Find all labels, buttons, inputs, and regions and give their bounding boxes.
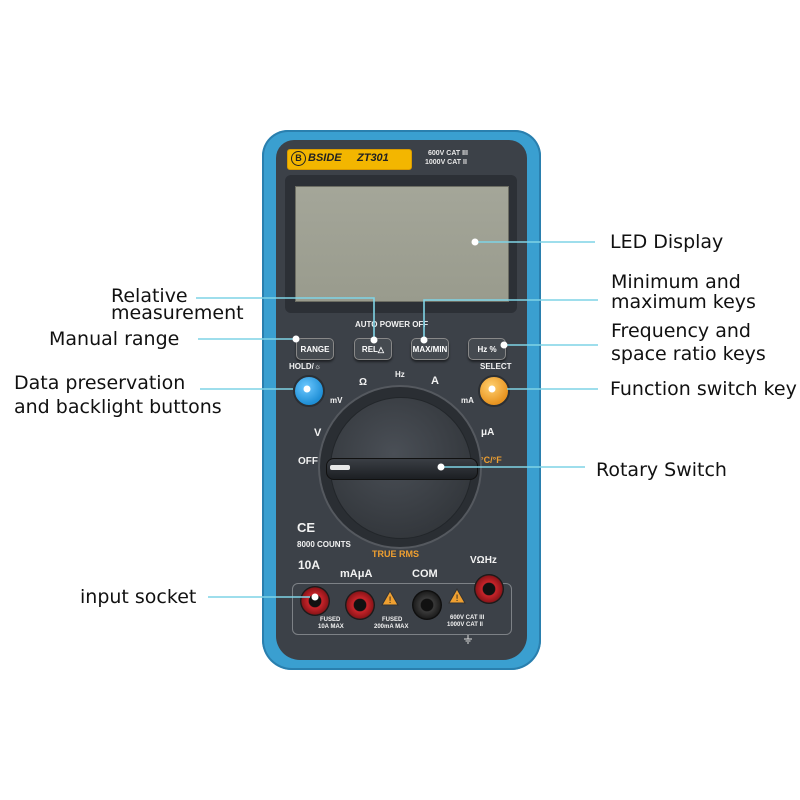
dial-label-v: V bbox=[314, 427, 322, 439]
callout-led-display: LED Display bbox=[610, 231, 724, 253]
warning-icon: ! bbox=[448, 587, 466, 609]
leader-dot bbox=[292, 335, 300, 343]
leader-dot bbox=[500, 341, 508, 349]
callout-rotary-switch: Rotary Switch bbox=[596, 459, 727, 481]
counts-label: 8000 COUNTS bbox=[297, 540, 351, 549]
callout-relative-line2: measurement bbox=[111, 302, 244, 324]
fuse-ma-line1: FUSED bbox=[382, 617, 403, 623]
model-badge: ZT301 bbox=[357, 152, 389, 164]
dial-label-ohm: Ω bbox=[359, 377, 368, 388]
rotary-dial-pointer bbox=[330, 465, 350, 470]
dial-label-a: A bbox=[431, 375, 439, 387]
fuse-10a-line2: 10A MAX bbox=[318, 624, 344, 630]
brand-logo: B bbox=[291, 151, 306, 166]
dial-label-temp: °C/°F bbox=[480, 455, 502, 465]
range-button[interactable]: RANGE bbox=[296, 338, 334, 360]
socket-com[interactable] bbox=[412, 590, 442, 620]
callout-minmax-line2: maximum keys bbox=[611, 291, 756, 313]
cat-rating-line1: 600V CAT III bbox=[450, 615, 485, 621]
leader-dot bbox=[471, 238, 479, 246]
callout-minmax-line1: Minimum and bbox=[611, 271, 741, 293]
leader-relative bbox=[196, 297, 375, 340]
ce-mark: CE bbox=[297, 520, 316, 535]
rating-line-1: 600V CAT III bbox=[428, 150, 468, 157]
callout-frequency-line2: space ratio keys bbox=[611, 343, 766, 365]
select-label: SELECT bbox=[480, 362, 512, 371]
cat-rating-line2: 1000V CAT II bbox=[447, 622, 483, 628]
callout-data-line1: Data preservation bbox=[14, 372, 186, 394]
socket-10a[interactable] bbox=[300, 586, 330, 616]
svg-text:!: ! bbox=[388, 596, 392, 606]
ground-icon bbox=[463, 632, 473, 650]
leader-dot bbox=[420, 336, 428, 344]
callout-data-line2: and backlight buttons bbox=[14, 396, 222, 418]
dial-label-off: OFF bbox=[298, 456, 318, 467]
rating-line-2: 1000V CAT II bbox=[425, 159, 467, 166]
brand-name: BSIDE bbox=[308, 152, 342, 164]
socket-label-10a: 10A bbox=[298, 558, 321, 572]
callout-relative-line1: Relative bbox=[111, 285, 188, 307]
leader-dot bbox=[488, 385, 496, 393]
fuse-ma-line2: 200mA MAX bbox=[374, 624, 409, 630]
callout-manual-range: Manual range bbox=[49, 328, 180, 350]
fuse-10a-line1: FUSED bbox=[320, 617, 341, 623]
hz-button[interactable]: Hz % bbox=[468, 338, 506, 360]
callout-frequency-line1: Frequency and bbox=[611, 320, 751, 342]
dial-label-ma: mA bbox=[461, 396, 474, 405]
dial-label-mv: mV bbox=[330, 396, 343, 405]
true-rms-label: TRUE RMS bbox=[372, 549, 419, 559]
brand-plate bbox=[287, 149, 412, 170]
socket-vohm[interactable] bbox=[474, 574, 504, 604]
callout-input-socket: input socket bbox=[80, 586, 197, 608]
warning-icon: ! bbox=[381, 589, 399, 611]
rotary-dial-knob[interactable] bbox=[326, 458, 478, 480]
auto-power-off-label: AUTO POWER OFF bbox=[355, 320, 429, 329]
leader-dot bbox=[370, 336, 378, 344]
socket-panel bbox=[292, 583, 512, 635]
leader-dot bbox=[437, 463, 445, 471]
leader-dot bbox=[303, 385, 311, 393]
socket-maua[interactable] bbox=[345, 590, 375, 620]
dial-label-hz: Hz bbox=[395, 370, 405, 379]
svg-text:!: ! bbox=[455, 594, 459, 604]
hold-label: HOLD/☼ bbox=[289, 362, 322, 371]
leader-dot bbox=[311, 593, 319, 601]
callout-function-switch: Function switch key bbox=[610, 378, 797, 400]
leader-minmax bbox=[423, 299, 598, 340]
dial-label-ua: μA bbox=[481, 427, 495, 438]
socket-label-maua: mAμA bbox=[340, 568, 373, 580]
socket-label-vohm: VΩHz bbox=[470, 555, 497, 566]
socket-label-com: COM bbox=[412, 568, 438, 580]
maxmin-button[interactable]: MAX/MIN bbox=[411, 338, 449, 360]
